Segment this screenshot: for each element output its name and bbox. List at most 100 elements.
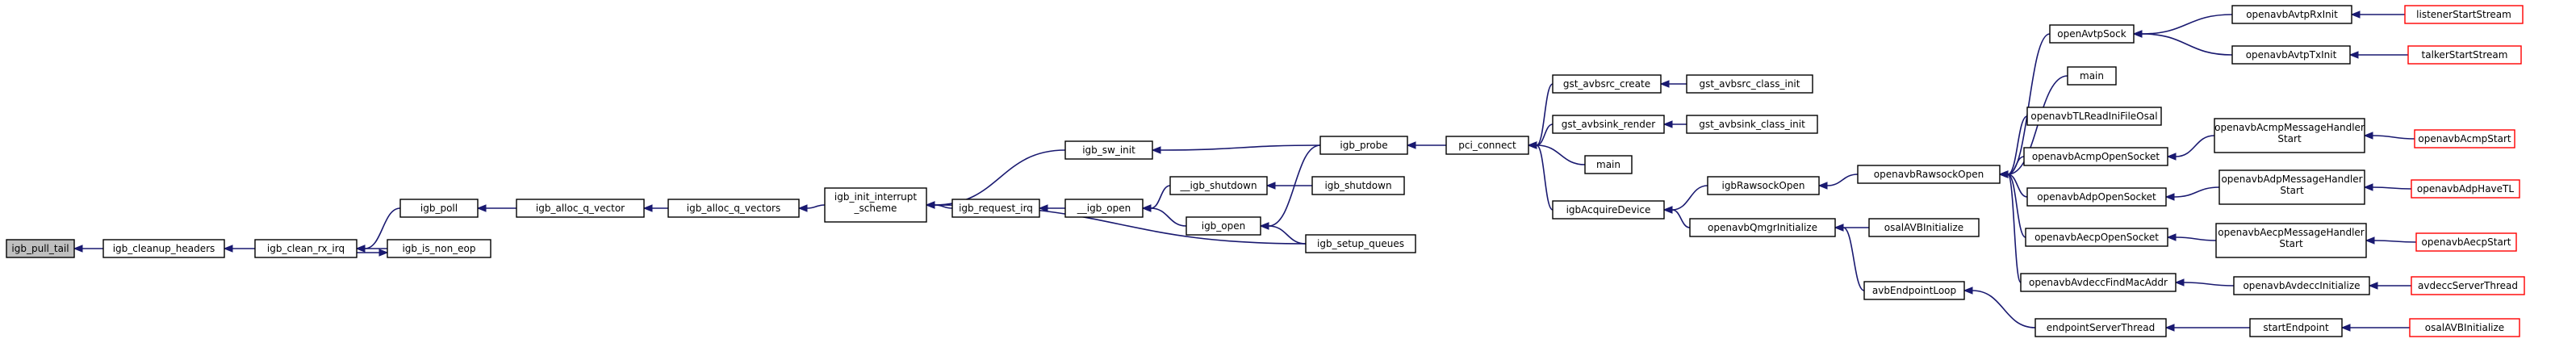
function-node-tss[interactable]: talkerStartStream	[2407, 45, 2522, 65]
function-node-box	[1686, 74, 1813, 94]
function-node-box	[1552, 200, 1665, 220]
function-node-label: openavbAvtpRxInit	[2246, 9, 2338, 20]
function-node-probe[interactable]: igb_probe	[1319, 136, 1408, 155]
function-node-pull[interactable]: igb_pull_tail	[6, 239, 75, 258]
call-edge	[1536, 144, 1586, 165]
function-node-swinit[interactable]: igb_sw_init	[1064, 140, 1153, 160]
function-node-avtptx[interactable]: openavbAvtpTxInit	[2231, 45, 2351, 65]
function-node-label: igb_alloc_q_vector	[536, 203, 625, 214]
function-node-avdini[interactable]: openavbAvdeccInitialize	[2233, 276, 2370, 295]
function-node-box	[1686, 115, 1818, 134]
function-node-label: igb_init_interrupt	[834, 191, 917, 203]
function-node-box	[2025, 228, 2168, 247]
function-node-setupq[interactable]: igb_setup_queues	[1305, 234, 1416, 253]
call-edge-arrowhead	[1259, 222, 1269, 230]
call-edge	[2373, 240, 2417, 243]
function-node-cleanh[interactable]: igb_cleanup_headers	[102, 239, 225, 258]
call-edge-arrowhead	[2164, 193, 2175, 201]
function-node-open[interactable]: igb_open	[1186, 216, 1261, 236]
function-node-label: openavbAdpOpenSocket	[2037, 191, 2156, 203]
function-node-label: __igb_shutdown	[1179, 180, 1257, 191]
call-edge	[2007, 174, 2026, 238]
function-node-sinkr[interactable]: gst_avbsink_render	[1552, 115, 1665, 134]
function-node-label: osalAVBInitialize	[2425, 322, 2504, 333]
function-node-label: endpointServerThread	[2047, 322, 2156, 333]
function-node-qvec[interactable]: igb_alloc_q_vector	[516, 199, 645, 218]
function-node-label: igb_clean_rx_irq	[267, 243, 345, 254]
call-edges	[73, 10, 2417, 332]
function-node-rawop[interactable]: openavbRawsockOpen	[1857, 165, 2001, 184]
call-edge-arrowhead	[2363, 132, 2373, 140]
function-node-label: openAvtpSock	[2057, 28, 2126, 40]
function-node-main1[interactable]: main	[1584, 155, 1633, 174]
function-node-label: igb_pull_tail	[11, 243, 69, 254]
function-node-epst[interactable]: endpointServerThread	[2034, 318, 2167, 337]
function-node-label: igb_poll	[420, 203, 458, 214]
function-node-dopen[interactable]: __igb_open	[1064, 199, 1144, 218]
function-node-lss[interactable]: listenerStartStream	[2404, 5, 2524, 24]
function-node-findmac[interactable]: openavbAvdeccFindMacAddr	[2020, 273, 2177, 292]
function-node-aecpos[interactable]: openavbAecpOpenSocket	[2025, 228, 2168, 247]
function-node-label: igb_shutdown	[1324, 180, 1391, 191]
function-node-box	[1319, 136, 1408, 155]
function-node-epl[interactable]: avbEndpointLoop	[1863, 281, 1965, 300]
call-edge	[2183, 282, 2235, 287]
function-node-avtps[interactable]: openAvtpSock	[2049, 24, 2135, 44]
function-node-dshut[interactable]: __igb_shutdown	[1169, 176, 1268, 195]
function-node-srcci[interactable]: gst_avbsrc_class_init	[1686, 74, 1813, 94]
function-node-qvecs[interactable]: igb_alloc_q_vectors	[667, 199, 800, 218]
function-node-srccr[interactable]: gst_avbsrc_create	[1552, 74, 1662, 94]
function-node-intsch[interactable]: igb_init_interrupt_scheme	[824, 187, 927, 223]
function-node-adpos[interactable]: openavbAdpOpenSocket	[2026, 187, 2167, 207]
function-node-box	[1186, 216, 1261, 236]
call-edge-arrowhead	[73, 245, 83, 253]
function-node-noneop[interactable]: igb_is_non_eop	[387, 239, 491, 258]
function-node-poll[interactable]: igb_poll	[399, 199, 479, 218]
function-node-igbraw[interactable]: igbRawsockOpen	[1707, 176, 1820, 195]
function-node-label: avbEndpointLoop	[1872, 285, 1956, 296]
function-node-rxirq[interactable]: igb_clean_rx_irq	[254, 239, 358, 258]
function-node-label: igb_open	[1202, 220, 1246, 232]
function-node-adphtl[interactable]: openavbAdpHaveTL	[2411, 179, 2520, 199]
call-edge	[1972, 290, 2036, 328]
function-node-avtprx[interactable]: openavbAvtpRxInit	[2231, 5, 2352, 24]
call-edge-arrowhead	[642, 204, 653, 212]
function-node-box	[6, 239, 75, 258]
call-edge-arrowhead	[2174, 278, 2185, 287]
function-node-label: Start	[2279, 238, 2303, 249]
function-node-pci[interactable]: pci_connect	[1445, 136, 1529, 155]
function-node-osal2[interactable]: osalAVBInitialize	[2409, 318, 2520, 337]
function-node-main2[interactable]: main	[2067, 66, 2117, 86]
function-node-box	[2026, 187, 2167, 207]
call-edge	[1536, 83, 1554, 146]
function-node-box	[2214, 118, 2365, 153]
function-node-osal1[interactable]: osalAVBInitialize	[1868, 218, 1980, 237]
function-node-box	[516, 199, 645, 218]
function-node-aecpst[interactable]: openavbAecpStart	[2415, 232, 2517, 252]
call-edge-arrowhead	[1265, 182, 1276, 190]
function-node-qmgr[interactable]: openavbQmgrInitialize	[1689, 218, 1836, 237]
function-node-label: talkerStartStream	[2422, 49, 2508, 61]
function-node-acq[interactable]: igbAcquireDevice	[1552, 200, 1665, 220]
function-node-sinkci[interactable]: gst_avbsink_class_init	[1686, 115, 1818, 134]
function-node-reqirq[interactable]: igb_request_irq	[951, 199, 1040, 218]
function-node-box	[951, 199, 1040, 218]
function-node-shut[interactable]: igb_shutdown	[1311, 176, 1405, 195]
function-node-box	[1689, 218, 1836, 237]
function-node-label: openavbAcmpMessageHandler	[2214, 122, 2365, 133]
call-edge	[1268, 144, 1321, 227]
function-node-acmpst[interactable]: openavbAcmpStart	[2414, 129, 2515, 148]
function-node-box	[1863, 281, 1965, 300]
function-node-label: osalAVBInitialize	[1884, 222, 1963, 233]
function-node-tlread[interactable]: openavbTLReadIniFileOsal	[2026, 107, 2162, 126]
function-node-avdsrv[interactable]: avdeccServerThread	[2411, 276, 2525, 295]
call-edge-arrowhead	[1963, 287, 1973, 295]
function-node-stept[interactable]: startEndpoint	[2249, 318, 2343, 337]
call-edge	[1671, 185, 1708, 211]
function-node-acmpos[interactable]: openavbAcmpOpenSocket	[2023, 147, 2168, 166]
function-node-label: Start	[2280, 185, 2304, 196]
call-edge-arrowhead	[2363, 183, 2373, 191]
